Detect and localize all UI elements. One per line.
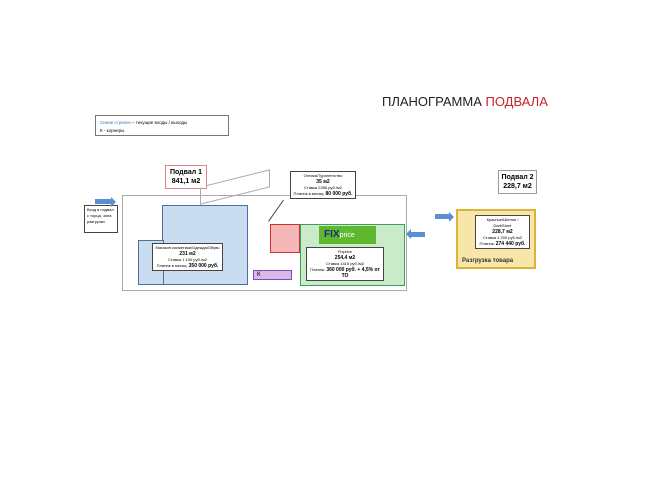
green-zone-label: Fixprice 254,4 м2 Ставка 1415 руб./м2 Пл… <box>306 247 384 281</box>
page-title: ПЛАНОГРАММА ПОДВАЛА <box>382 94 548 109</box>
fixprice-logo: FIXprice <box>319 226 376 244</box>
entrance-arrow-basement2 <box>435 211 454 222</box>
red-zone <box>270 224 300 253</box>
blue-zone-label: Магазин косметики/Одежда/Обувь 231 м2 Ст… <box>152 243 223 271</box>
entrance-arrow-right <box>411 232 425 237</box>
red-zone-label: Оптика/Турагентство 35 м2 Ставка 2286 ру… <box>290 171 356 199</box>
unloading-label: Разгрузка товара <box>462 258 514 264</box>
corner-k: К <box>253 270 292 280</box>
entrance-arrow-left <box>95 196 116 207</box>
legend: Синие стрелки – текущие входы / выходы К… <box>95 115 229 136</box>
entrance-note: Вход в подвал с торца, зона разгрузки <box>84 205 118 233</box>
legend-corners: К - корнеры <box>100 128 125 133</box>
yellow-zone-label: Красное&Белое / DarkStore 228,7 м2 Ставк… <box>475 215 530 249</box>
legend-arrows: Синие стрелки <box>100 120 131 125</box>
floor-plan-outline <box>122 195 407 291</box>
